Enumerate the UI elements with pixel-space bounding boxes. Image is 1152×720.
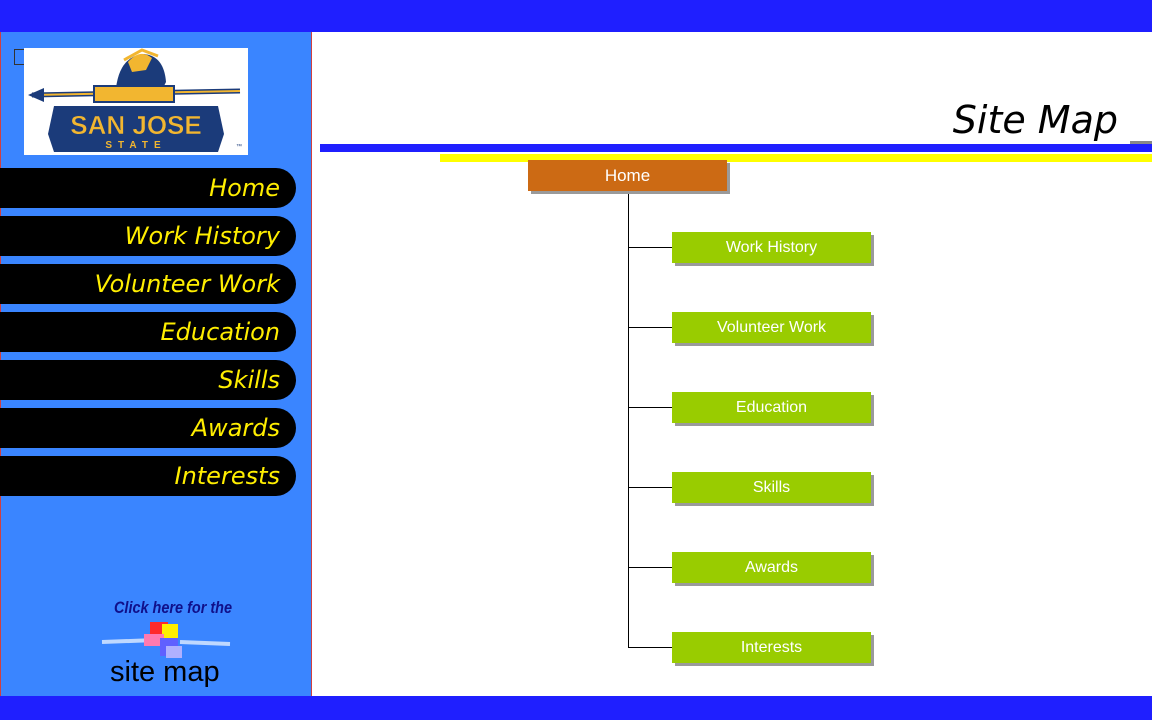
sitemap-node-awards[interactable]: Awards xyxy=(672,552,871,583)
logo-line2: STATE xyxy=(105,140,166,151)
nav-education[interactable]: Education xyxy=(0,312,296,352)
sjsu-logo: SAN JOSE STATE ™ xyxy=(24,48,248,155)
nav-skills[interactable]: Skills xyxy=(0,360,296,400)
nav-awards[interactable]: Awards xyxy=(0,408,296,448)
sitemap-node-volunteer-work[interactable]: Volunteer Work xyxy=(672,312,871,343)
nav-work-history[interactable]: Work History xyxy=(0,216,296,256)
nav-label-home: Home xyxy=(209,174,280,202)
bottom-bar xyxy=(0,696,1152,720)
tree-branch-line xyxy=(628,487,672,488)
tree-branch-line xyxy=(628,407,672,408)
nav-label-skills: Skills xyxy=(218,366,280,394)
sitemap-link[interactable] xyxy=(96,596,246,691)
nav-label-volunteer-work: Volunteer Work xyxy=(94,270,280,298)
tree-branch-line xyxy=(628,567,672,568)
tree-branch-line xyxy=(628,247,672,248)
nav-label-interests: Interests xyxy=(174,462,280,490)
nav-home[interactable]: Home xyxy=(0,168,296,208)
nav-volunteer-work[interactable]: Volunteer Work xyxy=(0,264,296,304)
sitemap-node-work-history[interactable]: Work History xyxy=(672,232,871,263)
title-rule-blue xyxy=(320,144,1152,152)
title-rule-accent xyxy=(1130,141,1152,144)
nav-interests[interactable]: Interests xyxy=(0,456,296,496)
sitemap-icon xyxy=(101,622,231,658)
sitemap-node-home[interactable]: Home xyxy=(528,160,727,191)
nav-label-work-history: Work History xyxy=(124,222,280,250)
page-title: Site Map xyxy=(952,98,1118,142)
nav-label-education: Education xyxy=(160,318,280,346)
sitemap-node-interests[interactable]: Interests xyxy=(672,632,871,663)
sitemap-label[interactable]: site map xyxy=(110,656,220,688)
top-bar xyxy=(0,0,1152,32)
tree-branch-line xyxy=(628,327,672,328)
logo-tm: ™ xyxy=(236,143,242,150)
sitemap-node-education[interactable]: Education xyxy=(672,392,871,423)
tree-trunk-line xyxy=(628,192,629,648)
logo-line1: SAN JOSE xyxy=(70,110,202,140)
title-rule-yellow xyxy=(440,154,1152,162)
sitemap-caption: Click here for the xyxy=(114,598,233,617)
nav-label-awards: Awards xyxy=(191,414,280,442)
sitemap-node-skills[interactable]: Skills xyxy=(672,472,871,503)
tree-branch-line xyxy=(628,647,672,648)
